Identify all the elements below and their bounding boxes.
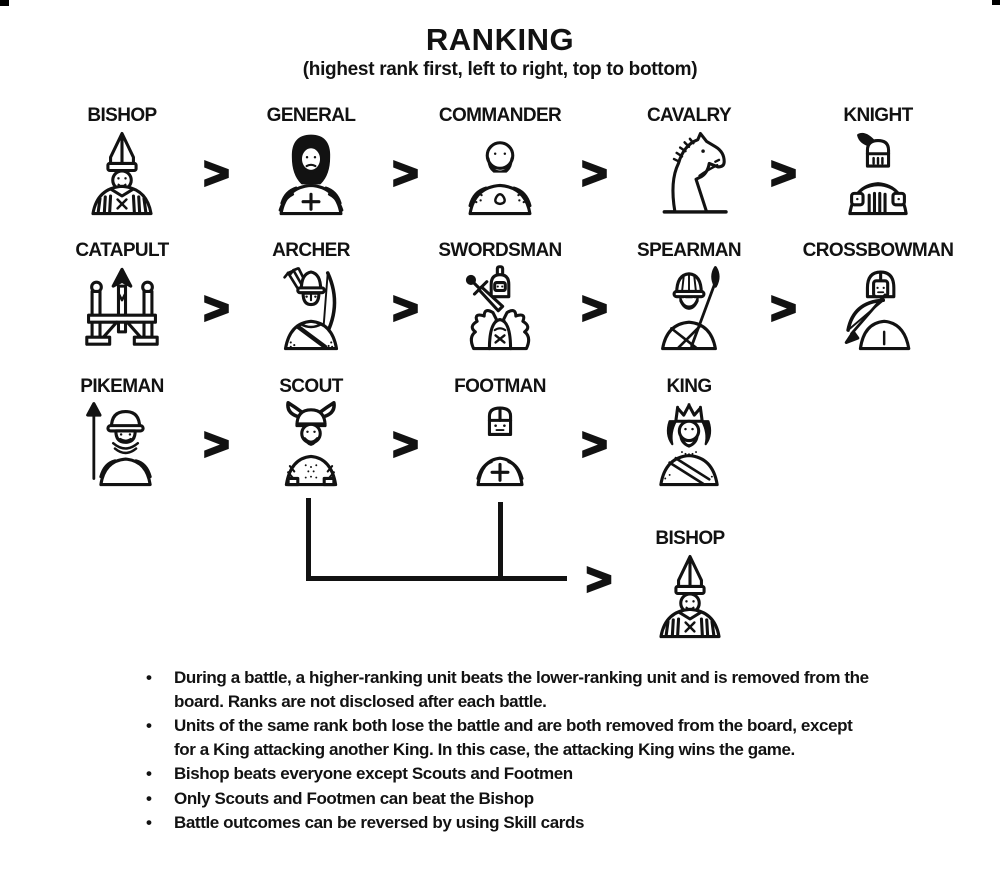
unit-crossbowman: CROSSBOWMAN (802, 239, 954, 353)
unit-pikeman: PIKEMAN (47, 375, 197, 489)
unit-spearman: SPEARMAN (614, 239, 764, 353)
rank-separator: > (386, 239, 425, 353)
unit-cavalry: CAVALRY (614, 104, 764, 218)
footman-icon (456, 401, 544, 489)
rank-separator: > (197, 375, 236, 489)
ranking-row-2: CATAPULT > ARCHER > SWORDSMAN > SPEARMAN… (47, 239, 954, 353)
greater-than-icon: > (202, 149, 230, 198)
swordsman-icon (456, 265, 544, 353)
bracket-line-scout (306, 498, 311, 581)
bullet-marker: • (146, 716, 152, 735)
rule-item: • Units of the same rank both lose the b… (146, 714, 870, 761)
bullet-marker: • (146, 668, 152, 687)
greater-than-icon: > (391, 149, 419, 198)
ranking-row-1: BISHOP > GENERAL > COMMANDER > CAVALRY >… (47, 104, 953, 218)
unit-king: KING (614, 375, 764, 489)
pikeman-icon (78, 401, 166, 489)
rule-item: • During a battle, a higher-ranking unit… (146, 666, 870, 713)
greater-than-icon: > (202, 420, 230, 469)
bishop-icon (78, 130, 166, 218)
unit-scout: SCOUT (236, 375, 386, 489)
unit-label: ARCHER (272, 240, 350, 261)
spearman-icon (645, 265, 733, 353)
corner-mark-top-left (0, 0, 9, 6)
unit-commander: COMMANDER (425, 104, 575, 218)
rule-text: Only Scouts and Footmen can beat the Bis… (174, 788, 534, 808)
general-icon (267, 130, 355, 218)
scout-icon (267, 401, 355, 489)
greater-than-icon: > (585, 555, 613, 604)
rule-text: Battle outcomes can be reversed by using… (174, 813, 585, 832)
corner-mark-top-right (992, 0, 1000, 5)
unit-label: SPEARMAN (637, 240, 742, 261)
rule-item: • Bishop beats everyone except Scouts an… (146, 762, 870, 786)
greater-than-icon: > (580, 284, 608, 333)
bullet-marker: • (146, 813, 152, 832)
rank-separator: > (386, 104, 425, 218)
rule-text: Units of the same rank both lose the bat… (174, 716, 853, 759)
greater-than-icon: > (580, 420, 608, 469)
rank-separator: > (197, 239, 236, 353)
ranking-row-3: PIKEMAN > SCOUT > FOOTMAN > KING (47, 375, 953, 489)
rules-list: • During a battle, a higher-ranking unit… (146, 666, 870, 836)
greater-than-icon: > (391, 420, 419, 469)
unit-general: GENERAL (236, 104, 386, 218)
unit-label: COMMANDER (438, 105, 562, 126)
unit-label: GENERAL (266, 105, 356, 126)
rank-separator: > (578, 550, 620, 610)
bishop-icon (646, 553, 734, 641)
unit-label: KNIGHT (843, 105, 913, 126)
catapult-icon (78, 265, 166, 353)
rank-separator: > (764, 239, 803, 353)
unit-label: BISHOP (655, 528, 725, 549)
greater-than-icon: > (580, 149, 608, 198)
unit-label: CATAPULT (75, 240, 169, 261)
king-icon (645, 401, 733, 489)
unit-label: BISHOP (87, 105, 157, 126)
bullet-marker: • (146, 788, 152, 808)
unit-swordsman: SWORDSMAN (425, 239, 575, 353)
unit-label: CAVALRY (646, 105, 732, 126)
cavalry-icon (645, 130, 733, 218)
unit-bishop: BISHOP (47, 104, 197, 218)
rank-separator: > (197, 104, 236, 218)
rank-separator: > (575, 239, 614, 353)
commander-icon (456, 130, 544, 218)
bracket-line-footman (498, 502, 503, 581)
unit-label: PIKEMAN (80, 376, 164, 397)
rule-item: • Only Scouts and Footmen can beat the B… (146, 787, 870, 811)
greater-than-icon: > (202, 284, 230, 333)
unit-footman: FOOTMAN (425, 375, 575, 489)
unit-archer: ARCHER (236, 239, 386, 353)
bullet-marker: • (146, 764, 152, 783)
unit-catapult: CATAPULT (47, 239, 197, 353)
unit-label: SWORDSMAN (438, 240, 562, 261)
unit-knight: KNIGHT (803, 104, 953, 218)
rank-separator: > (386, 375, 425, 489)
page-title: RANKING (425, 22, 575, 57)
rule-text: During a battle, a higher-ranking unit b… (174, 668, 869, 711)
greater-than-icon: > (769, 284, 797, 333)
rank-separator: > (764, 104, 803, 218)
rank-separator: > (575, 375, 614, 489)
greater-than-icon: > (769, 149, 797, 198)
page-subtitle: (highest rank first, left to right, top … (302, 59, 698, 80)
unit-label: FOOTMAN (454, 376, 546, 397)
rule-item: • Battle outcomes can be reversed by usi… (146, 811, 870, 835)
rule-text: Bishop beats everyone except Scouts and … (174, 764, 573, 783)
unit-label: KING (666, 376, 712, 397)
knight-icon (834, 130, 922, 218)
greater-than-icon: > (391, 284, 419, 333)
bracket-line-horizontal (306, 576, 567, 581)
unit-bishop-exception: BISHOP (617, 527, 763, 641)
crossbowman-icon (834, 265, 922, 353)
archer-icon (267, 265, 355, 353)
unit-label: CROSSBOWMAN (802, 240, 954, 261)
rank-separator: > (575, 104, 614, 218)
unit-label: SCOUT (279, 376, 343, 397)
